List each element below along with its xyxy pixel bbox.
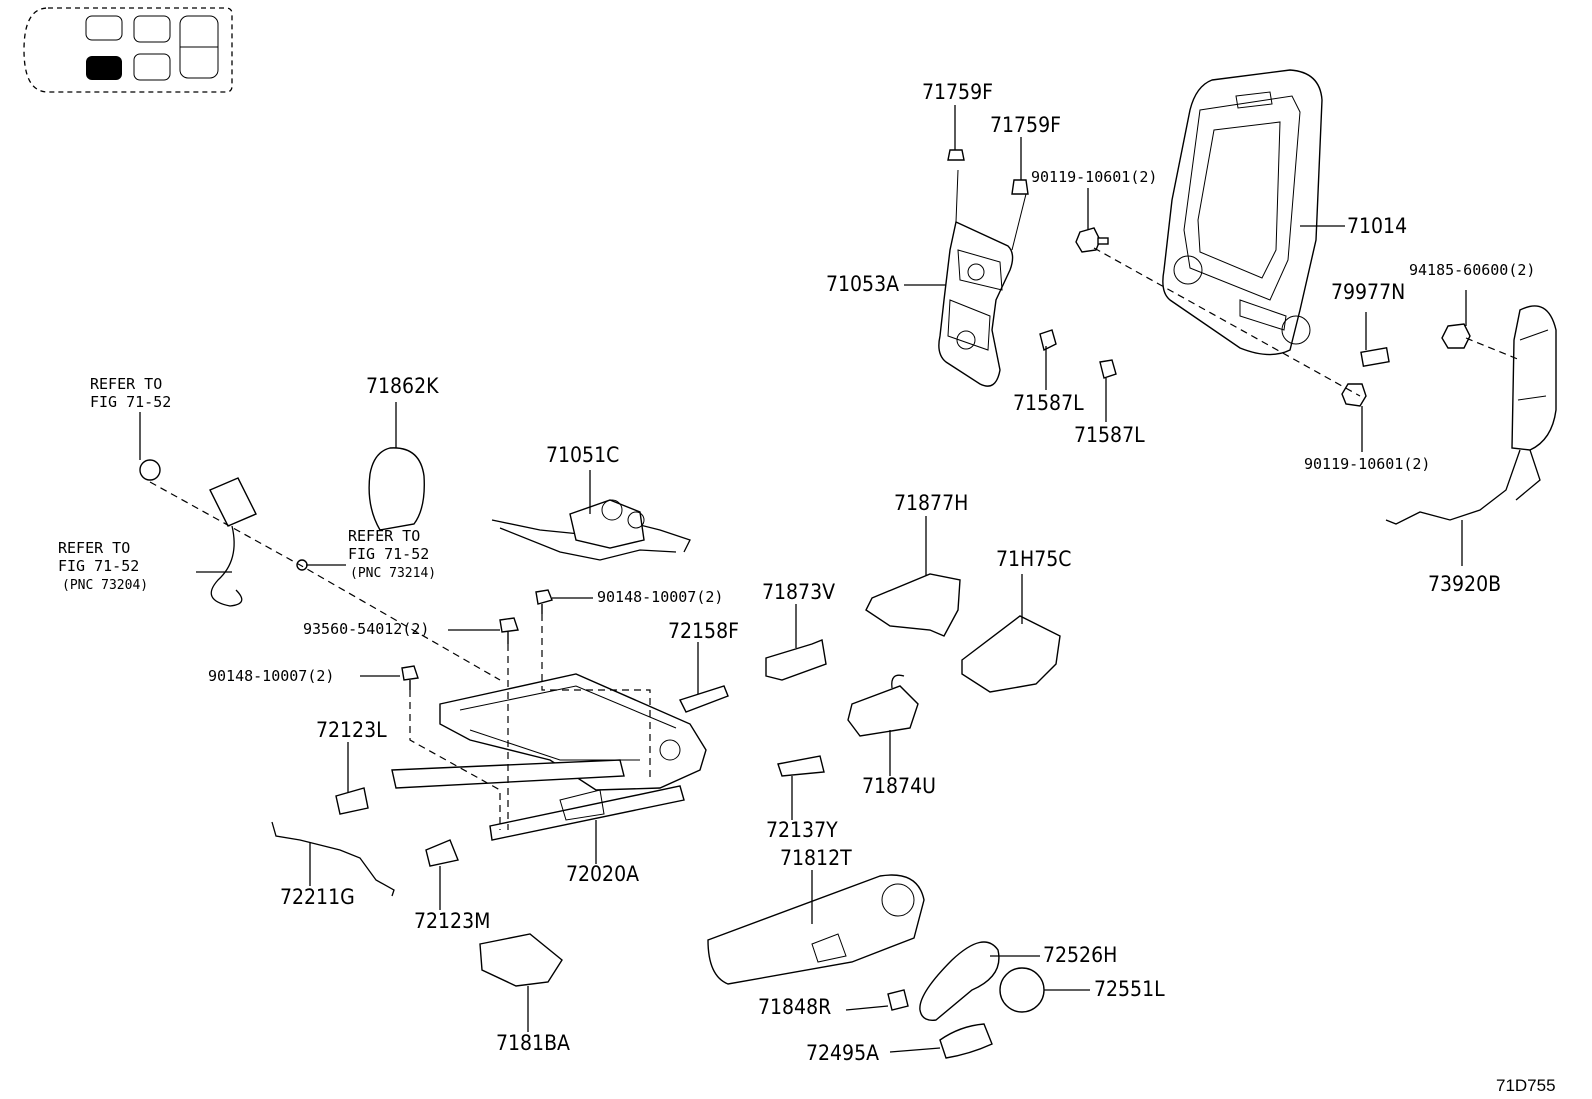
label-72137y: 72137Y xyxy=(766,818,838,842)
seat-cushion-frame xyxy=(391,673,707,841)
label-90148-top: 90148-10007(2) xyxy=(597,588,723,606)
label-71759f-b: 71759F xyxy=(990,113,1061,137)
cover-71873v xyxy=(765,639,827,681)
label-71587l-a: 71587L xyxy=(1013,391,1084,415)
figure-code: 71D755 xyxy=(1496,1076,1556,1095)
label-refer-2b: FIG 71-52 xyxy=(58,557,139,575)
leader-lines xyxy=(139,105,1467,1053)
recliner-plate xyxy=(938,169,1027,387)
seatbelt-buckle xyxy=(139,459,308,607)
clip-72137y xyxy=(777,755,825,777)
label-71874u: 71874U xyxy=(862,774,936,798)
label-90148-left: 90148-10007(2) xyxy=(208,667,334,685)
label-refer-3a: REFER TO xyxy=(348,527,420,545)
bracket-72158f xyxy=(679,685,729,713)
label-90119-bottom: 90119-10601(2) xyxy=(1304,455,1430,473)
label-72551l: 72551L xyxy=(1094,977,1165,1001)
seat-position-locator-icon xyxy=(23,7,233,93)
label-94185: 94185-60600(2) xyxy=(1409,261,1535,279)
clip-71759f-b xyxy=(1011,179,1029,195)
label-refer-2c: (PNC 73204) xyxy=(62,578,148,593)
headrest-cover xyxy=(368,447,425,531)
label-71587l-b: 71587L xyxy=(1074,423,1145,447)
label-refer-1b: FIG 71-52 xyxy=(90,393,171,411)
recliner-knob xyxy=(919,941,1000,1021)
seatback-frame xyxy=(1162,69,1323,356)
label-71014: 71014 xyxy=(1347,214,1407,238)
label-71873v: 71873V xyxy=(762,580,835,604)
label-71812t: 71812T xyxy=(780,846,852,870)
label-72123l: 72123L xyxy=(316,718,387,742)
bolt-90148-top xyxy=(535,589,553,614)
bolt-90119-top xyxy=(1075,227,1109,253)
clip-71759f-a xyxy=(947,149,965,161)
clip-72123l xyxy=(335,787,369,815)
caution-label xyxy=(1360,347,1390,367)
bolt-93560 xyxy=(499,617,519,644)
side-airbag xyxy=(1385,305,1557,525)
lever-72495a xyxy=(939,1023,993,1059)
cover-71h75c xyxy=(961,615,1061,693)
label-72211g: 72211G xyxy=(280,885,355,909)
assembly-lines xyxy=(149,247,1521,830)
label-71053a: 71053A xyxy=(826,272,899,296)
label-72020a: 72020A xyxy=(566,862,639,886)
seat-adjuster-harness xyxy=(491,499,691,561)
label-refer-3b: FIG 71-52 xyxy=(348,545,429,563)
adjuster-knob xyxy=(999,967,1045,1013)
bolt-90119-bottom xyxy=(1341,383,1367,407)
bracket-7181ba xyxy=(479,933,563,987)
label-refer-2a: REFER TO xyxy=(58,539,130,557)
clip-71587l-b xyxy=(1099,359,1117,379)
clip-72123m xyxy=(425,839,459,867)
label-7181ba: 7181BA xyxy=(496,1031,570,1055)
label-71877h: 71877H xyxy=(894,491,968,515)
label-refer-1a: REFER TO xyxy=(90,375,162,393)
label-71h75c: 71H75C xyxy=(996,547,1071,571)
label-72123m: 72123M xyxy=(414,909,490,933)
label-72158f: 72158F xyxy=(668,619,739,643)
label-79977n: 79977N xyxy=(1331,280,1405,304)
label-72526h: 72526H xyxy=(1043,943,1117,967)
label-71051c: 71051C xyxy=(546,443,619,467)
label-73920b: 73920B xyxy=(1428,572,1501,596)
clip-71587l-a xyxy=(1039,329,1057,352)
label-93560: 93560-54012(2) xyxy=(303,620,429,638)
label-90119-top: 90119-10601(2) xyxy=(1031,168,1157,186)
label-71862k: 71862K xyxy=(366,374,439,398)
part-labels: 71759F 71759F 90119-10601(2) 71014 71053… xyxy=(58,80,1556,1095)
label-71759f-a: 71759F xyxy=(922,80,993,104)
label-71848r: 71848R xyxy=(758,995,831,1019)
wire-72211g xyxy=(271,821,395,897)
nut-94185 xyxy=(1441,323,1471,349)
label-72495a: 72495A xyxy=(806,1041,879,1065)
bolt-90148-left xyxy=(401,665,419,690)
cover-71877h xyxy=(865,573,961,637)
clip-71848r xyxy=(887,989,909,1011)
label-refer-3c: (PNC 73214) xyxy=(350,566,436,581)
seat-side-shield xyxy=(707,874,925,985)
cover-71874u xyxy=(847,674,919,737)
